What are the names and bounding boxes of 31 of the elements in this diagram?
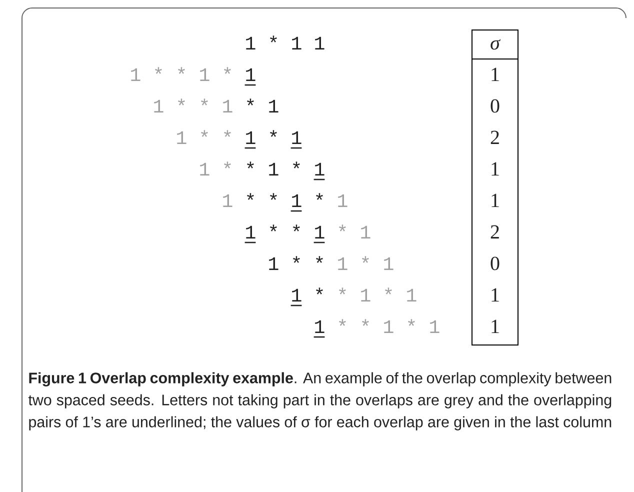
seed-text: 1 * * 1 bbox=[154, 98, 232, 112]
seed-text: 1 * * 1 * bbox=[131, 67, 231, 81]
seed-text: 1 * * bbox=[269, 256, 323, 270]
table-cell: 1 bbox=[492, 68, 499, 81]
seed-text: 1 bbox=[315, 320, 324, 333]
figure-caption: Figure 1 Overlap complexity example. An example of the overlap complexity between two spaced seeds. Letters not taking part in the overlaps are grey and the overlapping pairs of 1’s are underlined; the values of σ for each overlap are given in the last column bbox=[28, 372, 612, 430]
table-cell: 0 bbox=[490, 256, 500, 270]
seed-text: 1 * 1 1 bbox=[246, 36, 324, 50]
seed-text: 1 bbox=[246, 68, 256, 81]
table-cell: 1 bbox=[492, 162, 499, 176]
table-cell: 1 bbox=[492, 288, 499, 302]
seed-text: 1 bbox=[223, 194, 232, 207]
seed-text: * 1 bbox=[339, 224, 370, 238]
table-cell: 2 bbox=[490, 130, 499, 144]
seed-text: * * 1 * 1 bbox=[339, 319, 440, 333]
table-cell: 0 bbox=[490, 99, 500, 113]
table-cell: 2 bbox=[490, 225, 499, 238]
seed-text: 1 * bbox=[292, 288, 323, 302]
seed-text: 1 * * 1 bbox=[246, 224, 324, 238]
seed-text: * * 1 * bbox=[247, 193, 323, 207]
seed-text: 1 * bbox=[200, 162, 231, 176]
seed-text: 1 * 1 bbox=[246, 130, 302, 144]
table-header: σ bbox=[490, 39, 501, 50]
table-cell: 1 bbox=[492, 320, 499, 333]
seed-text: 1 bbox=[338, 194, 348, 207]
seed-text: 1 * 1 bbox=[338, 256, 394, 270]
table-cell: 1 bbox=[492, 194, 499, 207]
seed-text: 1 * * bbox=[177, 130, 231, 144]
seed-text: * 1 bbox=[247, 98, 278, 112]
seed-text: * 1 * 1 bbox=[339, 288, 416, 302]
seed-text: * 1 * 1 bbox=[247, 162, 324, 176]
